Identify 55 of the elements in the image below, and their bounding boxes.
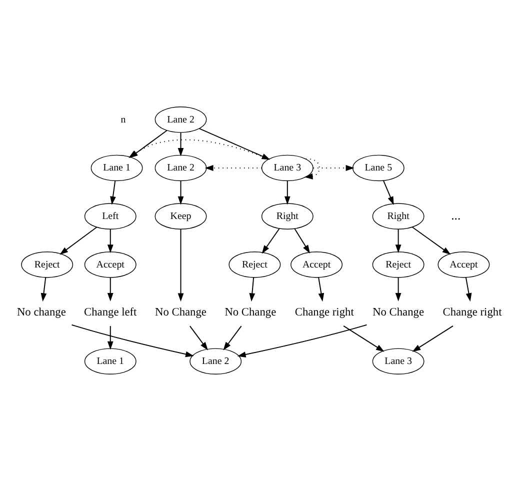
node-ellipse: Left	[84, 202, 136, 229]
arrow	[178, 132, 184, 156]
node-ellipse: Keep	[154, 202, 207, 229]
node-ellipse: Accept	[438, 251, 490, 278]
arrow	[40, 276, 47, 302]
arrow	[395, 228, 402, 253]
arrow	[204, 164, 262, 170]
arrow	[395, 276, 402, 301]
node-text: No Change	[224, 306, 276, 318]
node-text: Change right	[294, 306, 354, 318]
node-ellipse: Lane 1	[84, 348, 136, 374]
label: ...	[451, 208, 461, 222]
arrow	[110, 180, 116, 204]
arrow	[313, 164, 354, 170]
node-ellipse: Reject	[372, 251, 424, 278]
arrow	[465, 276, 472, 302]
arrow	[189, 325, 208, 350]
label: n	[120, 114, 126, 125]
arrow	[237, 324, 368, 357]
node-text: Change left	[84, 306, 137, 318]
arrow	[198, 128, 270, 160]
arrow	[107, 276, 114, 301]
arrow	[382, 180, 394, 204]
arrow	[223, 325, 242, 350]
node-ellipse: Right	[261, 202, 314, 229]
node-ellipse: Accept	[290, 251, 342, 278]
arrow	[412, 324, 454, 352]
arrow	[262, 228, 280, 254]
node-ellipse: Reject	[228, 251, 281, 278]
arrow	[71, 324, 194, 357]
arrow	[304, 158, 320, 179]
arrow	[284, 180, 290, 204]
arrow	[343, 324, 384, 352]
node-ellipse: Accept	[84, 251, 136, 278]
node-text: No Change	[372, 306, 424, 318]
node-text: No Change	[155, 306, 206, 318]
node-ellipse: Lane 1	[90, 154, 143, 181]
node-ellipse: Lane 2	[190, 348, 242, 374]
node-ellipse: Right	[372, 202, 424, 229]
node-text: Change right	[442, 306, 502, 318]
node-text: No change	[16, 306, 66, 318]
arrow	[60, 226, 98, 254]
node-ellipse: Reject	[21, 251, 74, 278]
arrow	[178, 180, 184, 204]
arrow	[107, 228, 114, 253]
arrow	[178, 228, 184, 302]
arrow	[249, 276, 256, 302]
arrow	[318, 276, 324, 302]
node-ellipse: Lane 5	[352, 154, 404, 181]
node-ellipse: Lane 2	[154, 154, 207, 181]
arrow	[294, 228, 310, 253]
node-ellipse: Lane 3	[372, 348, 424, 374]
node-ellipse: Lane 2	[154, 106, 207, 132]
arrow	[107, 325, 114, 350]
arrow	[412, 226, 451, 254]
